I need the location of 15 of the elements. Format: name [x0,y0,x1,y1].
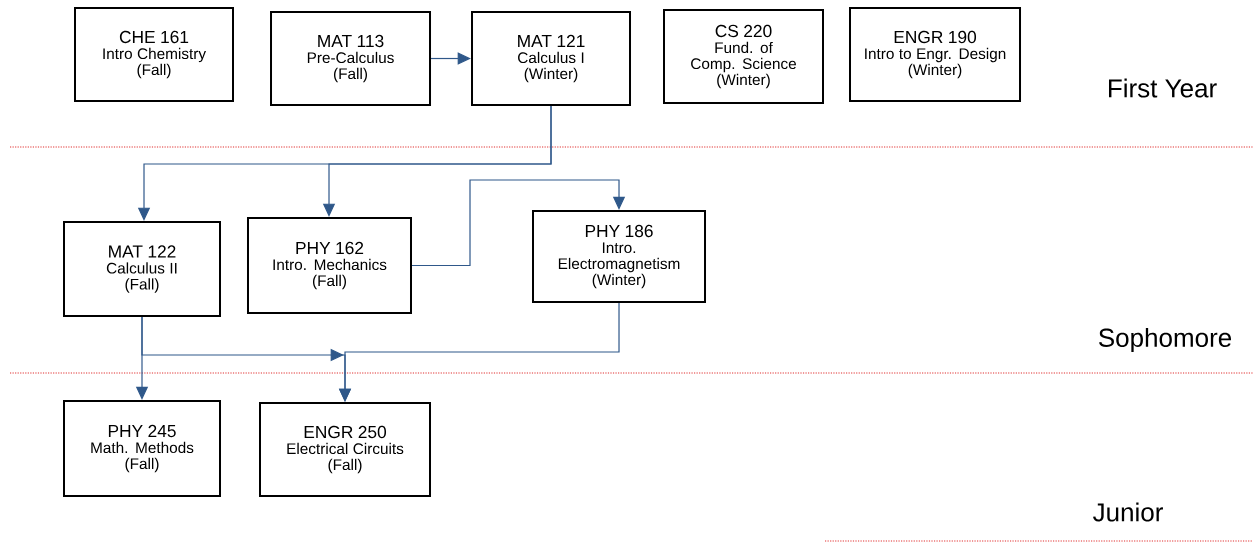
course-box: PHY 186 Intro. Electromagnetism (Winter) [532,210,706,303]
course-box: ENGR 190 Intro to Engr. Design (Winter) [849,7,1021,102]
course-box: CS 220 Fund. of Comp. Science (Winter) [663,9,824,104]
arrow [430,52,471,65]
course-box: CHE 161 Intro Chemistry (Fall) [74,7,234,102]
course-box: MAT 122 Calculus II (Fall) [63,221,221,317]
year-label: Sophomore [1098,327,1232,353]
course-box: MAT 121 Calculus I (Winter) [471,11,631,106]
course-box: ENGR 250 Electrical Circuits (Fall) [259,402,431,497]
course-box: PHY 162 Intro. Mechanics (Fall) [247,217,412,314]
course-box: PHY 245 Math. Methods (Fall) [63,400,221,497]
year-label: Junior [1093,502,1163,522]
course-box: MAT 113 Pre-Calculus (Fall) [270,11,431,106]
arrow [411,179,626,267]
year-label: First Year [1109,78,1217,98]
